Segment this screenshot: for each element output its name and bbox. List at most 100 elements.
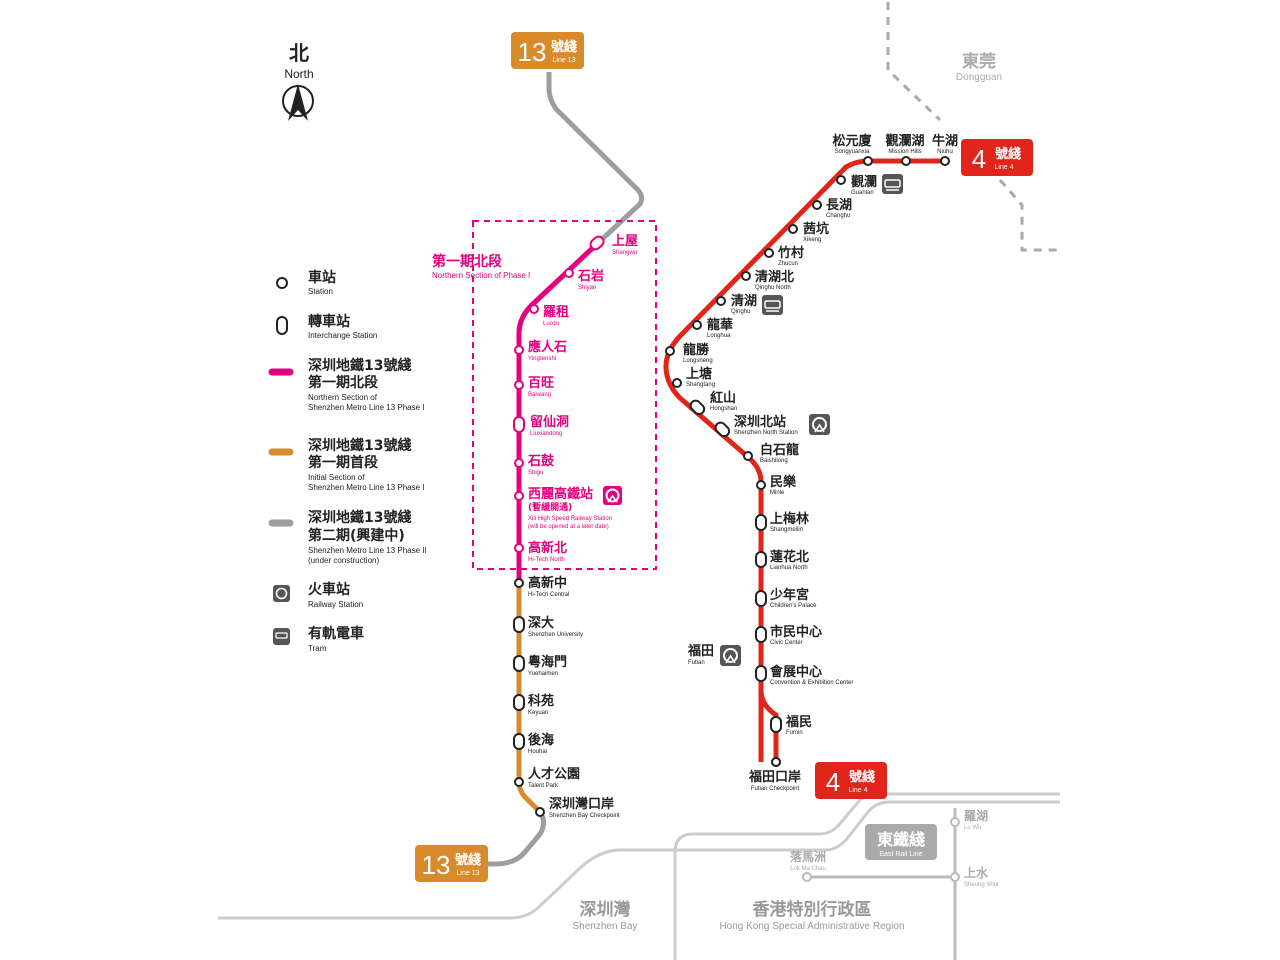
zhucun-marker[interactable] <box>764 248 774 258</box>
futian-railway[interactable]: 福田 Futian <box>687 643 741 666</box>
line13-bottom-badge-zh: 號綫 <box>455 852 481 868</box>
hitech-central-marker[interactable] <box>514 578 524 588</box>
sheung-shui-label-en: Sheung Shui <box>964 882 998 888</box>
line4-top-badge-zh: 號綫 <box>995 146 1021 162</box>
station-label-en: Zhucun <box>778 261 798 267</box>
luozu-marker[interactable] <box>529 304 539 314</box>
line13-top-badge-en: Line 13 <box>553 57 576 64</box>
station-label-zh: 觀瀾湖 <box>885 133 924 149</box>
sheung-shui-station[interactable] <box>950 872 960 882</box>
yuehaimen-marker[interactable] <box>513 655 525 672</box>
station-label-zh: 科苑 <box>528 693 554 709</box>
convention-center-marker[interactable] <box>755 665 767 682</box>
lo-wu-station[interactable] <box>950 817 960 827</box>
shenzhen-bay-checkpoint-marker[interactable] <box>535 807 545 817</box>
station-label-zh: 上屋 <box>612 234 638 249</box>
qinghu-north-marker[interactable] <box>741 271 751 281</box>
songyuanxia-marker[interactable] <box>863 156 873 166</box>
station-label-en: Changhu <box>826 213 850 219</box>
civic-center-marker[interactable] <box>755 626 767 643</box>
station-label-zh: 高新中 <box>528 575 567 591</box>
niuhu-marker[interactable] <box>940 156 950 166</box>
shenzhen-north-marker[interactable] <box>714 421 732 439</box>
hitech-north-marker[interactable] <box>514 543 524 553</box>
station-label-en: Shenzhen Bay Checkpoint <box>549 813 620 819</box>
station-label-zh: 蓮花北 <box>770 549 809 565</box>
houhai-marker[interactable] <box>513 733 525 750</box>
legend-label-en: Station <box>308 287 333 296</box>
changhu-marker[interactable] <box>812 200 822 210</box>
phase1-north-label-zh: 第一期北段 <box>432 253 502 270</box>
station-label-zh: 人才公園 <box>528 766 580 782</box>
lok-ma-chau-label-zh: 落馬洲 <box>790 849 826 864</box>
lok-ma-chau-station[interactable] <box>802 872 812 882</box>
line4-top-badge[interactable]: 4 號綫 Line 4 <box>961 139 1033 176</box>
sheung-shui-label-zh: 上水 <box>964 865 989 880</box>
east-rail-badge[interactable]: 東鐵綫 East Rail Line <box>865 824 937 860</box>
station-label-zh: 市民中心 <box>770 624 822 640</box>
liuxiandong-marker[interactable] <box>513 416 525 433</box>
line13-top-badge[interactable]: 13 號綫 Line 13 <box>511 32 584 69</box>
line13-bottom-badge-en: Line 13 <box>457 870 480 877</box>
north-label-zh: 北 <box>289 41 309 65</box>
station-label-en: Civic Center <box>770 640 803 646</box>
lianhua-north-marker[interactable] <box>755 551 767 568</box>
legend-label-en-line1: Northern Section of <box>308 393 378 402</box>
xili-marker[interactable] <box>514 491 524 501</box>
lo-wu-label-en: Lo Wu <box>964 825 981 831</box>
station-label-en: Xikeng <box>803 237 821 243</box>
minle-marker[interactable] <box>756 480 766 490</box>
legend-railway-icon <box>273 585 290 602</box>
station-label-zh: 茜坑 <box>803 221 829 237</box>
shenzhen-bay-border <box>218 800 1060 920</box>
north-arrow-icon <box>288 84 308 121</box>
dongguan-label-en: Dongguan <box>956 72 1002 83</box>
longsheng-marker[interactable] <box>665 346 675 356</box>
station-label-en: Niuhu <box>937 149 953 155</box>
station-label-zh: 後海 <box>528 732 554 748</box>
station-label-zh: 民樂 <box>770 474 797 490</box>
station-label-en: Baiwang <box>528 392 551 398</box>
station-label-en: Children's Palace <box>770 603 817 609</box>
childrens-palace-marker[interactable] <box>755 590 767 607</box>
legend: 車站 Station 轉車站 Interchange Station 深圳地鐵1… <box>268 269 427 653</box>
station-label-en: Shiyan <box>578 285 596 291</box>
baiwang-marker[interactable] <box>514 380 524 390</box>
futian-checkpoint-marker-top <box>771 757 781 767</box>
station-label-zh: 上梅林 <box>770 511 809 527</box>
shangwu-marker[interactable] <box>588 235 605 252</box>
station-label-zh-note: (暫緩開通) <box>528 501 572 513</box>
line4-bottom-badge[interactable]: 4 號綫 Line 4 <box>815 762 887 799</box>
east-rail-label-en: East Rail Line <box>879 851 922 858</box>
mission-hills-marker[interactable] <box>901 156 911 166</box>
talent-park-marker[interactable] <box>514 777 524 787</box>
xikeng-marker[interactable] <box>788 224 798 234</box>
line13-top-badge-zh: 號綫 <box>551 39 577 55</box>
legend-label-en: Interchange Station <box>308 331 377 340</box>
station-label-zh: 清湖北 <box>755 269 794 285</box>
baishilong-marker[interactable] <box>743 451 753 461</box>
keyuan-marker[interactable] <box>513 694 525 711</box>
station-label-en: Hi-Tech North <box>528 557 565 563</box>
station-label-zh: 牛湖 <box>932 133 958 149</box>
line13-bottom-badge[interactable]: 13 號綫 Line 13 <box>415 845 488 882</box>
hk-stations-group <box>802 817 960 882</box>
station-label-en: Keyuan <box>528 710 548 716</box>
station-label-en: Guanlan <box>851 190 874 196</box>
longhua-marker[interactable] <box>692 320 702 330</box>
station-label-zh: 百旺 <box>528 376 554 391</box>
yingrenshi-marker[interactable] <box>514 345 524 355</box>
shigu-marker[interactable] <box>514 458 524 468</box>
shenzhen-university-marker[interactable] <box>513 616 525 633</box>
qinghu-marker[interactable] <box>716 296 726 306</box>
station-label-en: Longhua <box>707 333 731 339</box>
station-label-zh: 龍勝 <box>683 342 710 358</box>
hongshan-marker[interactable] <box>689 399 707 417</box>
guanlan-marker[interactable] <box>836 175 846 185</box>
line4-track <box>663 158 948 762</box>
line13-bottom-badge-num: 13 <box>422 850 451 880</box>
shiyan-marker[interactable] <box>564 268 574 278</box>
shangtang-marker[interactable] <box>672 378 682 388</box>
shangmeilin-marker[interactable] <box>755 514 767 531</box>
